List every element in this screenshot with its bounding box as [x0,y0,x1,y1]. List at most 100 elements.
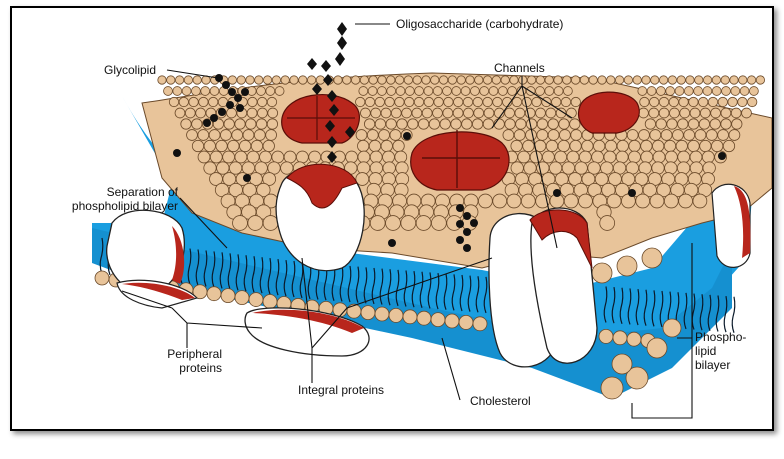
phospholipid-head [570,129,583,141]
phospholipid-head [259,150,272,164]
phospholipid-head [526,75,537,85]
fatty-acid-tail [195,249,200,286]
phospholipid-head [450,118,462,130]
phospholipid-head [570,96,581,108]
phospholipid-head [377,75,387,85]
fatty-acid-tail [291,260,296,298]
phospholipid-head [517,150,531,164]
phospholipid-head [678,96,689,108]
phospholipid-head [163,86,173,96]
phospholipid-head [702,75,713,85]
phospholipid-head [358,86,369,96]
phospholipid-head [500,75,510,85]
phospholipid-head [453,96,464,108]
phospholipid-head [168,96,180,108]
fatty-acid-tail [219,252,224,289]
channel-protein-3 [577,91,640,134]
oligosaccharide-chain [307,22,355,163]
channel-protein-2 [410,131,510,191]
phospholipid-head [525,118,538,130]
phospholipid-head [616,255,638,277]
phospholipid-head [228,182,243,198]
phospholipid-head [554,150,568,164]
phospholipid-head [641,247,663,269]
fatty-acid-tail [483,276,488,314]
fatty-acid-tail [627,288,632,325]
phospholipid-head [678,193,693,209]
phospholipid-head [698,118,711,130]
phospholipid-head [749,86,759,96]
phospholipid-head [403,75,413,85]
phospholipid-head [355,172,370,186]
phospholipid-head [731,118,743,130]
phospholipid-head [366,129,379,141]
phospholipid-head [386,86,397,96]
fatty-acid-tail [275,259,280,296]
phospholipid-head [384,96,395,108]
phospholipid-head [192,75,202,85]
phospholipid-head [535,107,546,119]
phospholipid-head [672,129,684,141]
label-phospho-line2: lipid [695,344,717,358]
phospholipid-head [438,75,449,85]
fatty-acid-tail [635,288,640,326]
phospholipid-head [248,292,264,307]
label-separation: Separation of phospholipid bilayer [20,185,178,213]
phospholipid-head [545,139,559,153]
phospholipid-head [646,86,657,96]
phospholipid-head [600,376,624,400]
phospholipid-head [460,86,471,96]
fatty-acid-tail [451,274,456,311]
fatty-acid-tail [659,290,664,328]
phospholipid-head [559,129,571,141]
phospholipid-head [578,193,593,209]
phospholipid-head [388,307,404,323]
fatty-acid-tail [387,269,392,306]
fatty-acid-tail [427,272,432,309]
phospholipid-head [342,75,352,85]
phospholipid-head [369,150,383,164]
phospholipid-head [722,139,736,153]
phospholipid-head [711,139,724,153]
phospholipid-head [569,139,582,153]
phospholipid-head [720,75,730,85]
phospholipid-head [392,139,405,153]
phospholipid-head [597,75,607,85]
phospholipid-head [345,150,358,164]
phospholipid-head [746,75,757,85]
phospholipid-head [535,86,545,96]
glycolipid-chain [203,74,249,127]
phospholipid-head [635,193,651,209]
phospholipid-head [665,150,678,164]
label-integral: Integral proteins [298,383,385,397]
phospholipid-head [711,86,722,96]
phospholipid-head [385,215,401,231]
phospholipid-head [649,129,662,141]
phospholipid-head [648,107,660,119]
phospholipid-head [497,86,508,96]
phospholipid-head [184,107,196,119]
phospholipid-head [720,118,732,130]
phospholipid-head [472,316,488,332]
fatty-acid-tail [251,256,256,293]
phospholipid-head [401,107,412,119]
fatty-acid-tail [339,265,344,302]
fatty-acid-tail [411,271,416,308]
phospholipid-head [94,270,110,286]
phospholipid-head [737,96,748,108]
fatty-acid-tail [379,268,384,305]
phospholipid-head [649,193,665,209]
phospholipid-head [416,310,432,326]
phospholipid-head [423,86,434,96]
phospholipid-head [558,118,570,130]
phospholipid-head [674,86,685,96]
phospholipid-head [456,75,466,85]
phospholipid-head [728,129,741,141]
phospholipid-head [257,96,268,108]
phospholipid-head [548,161,563,175]
phospholipid-head [400,215,417,231]
phospholipid-head [360,107,371,119]
phospholipid-head [637,86,648,96]
label-phospho-line1: Phospho- [695,330,747,344]
phospholipid-head [254,75,264,85]
